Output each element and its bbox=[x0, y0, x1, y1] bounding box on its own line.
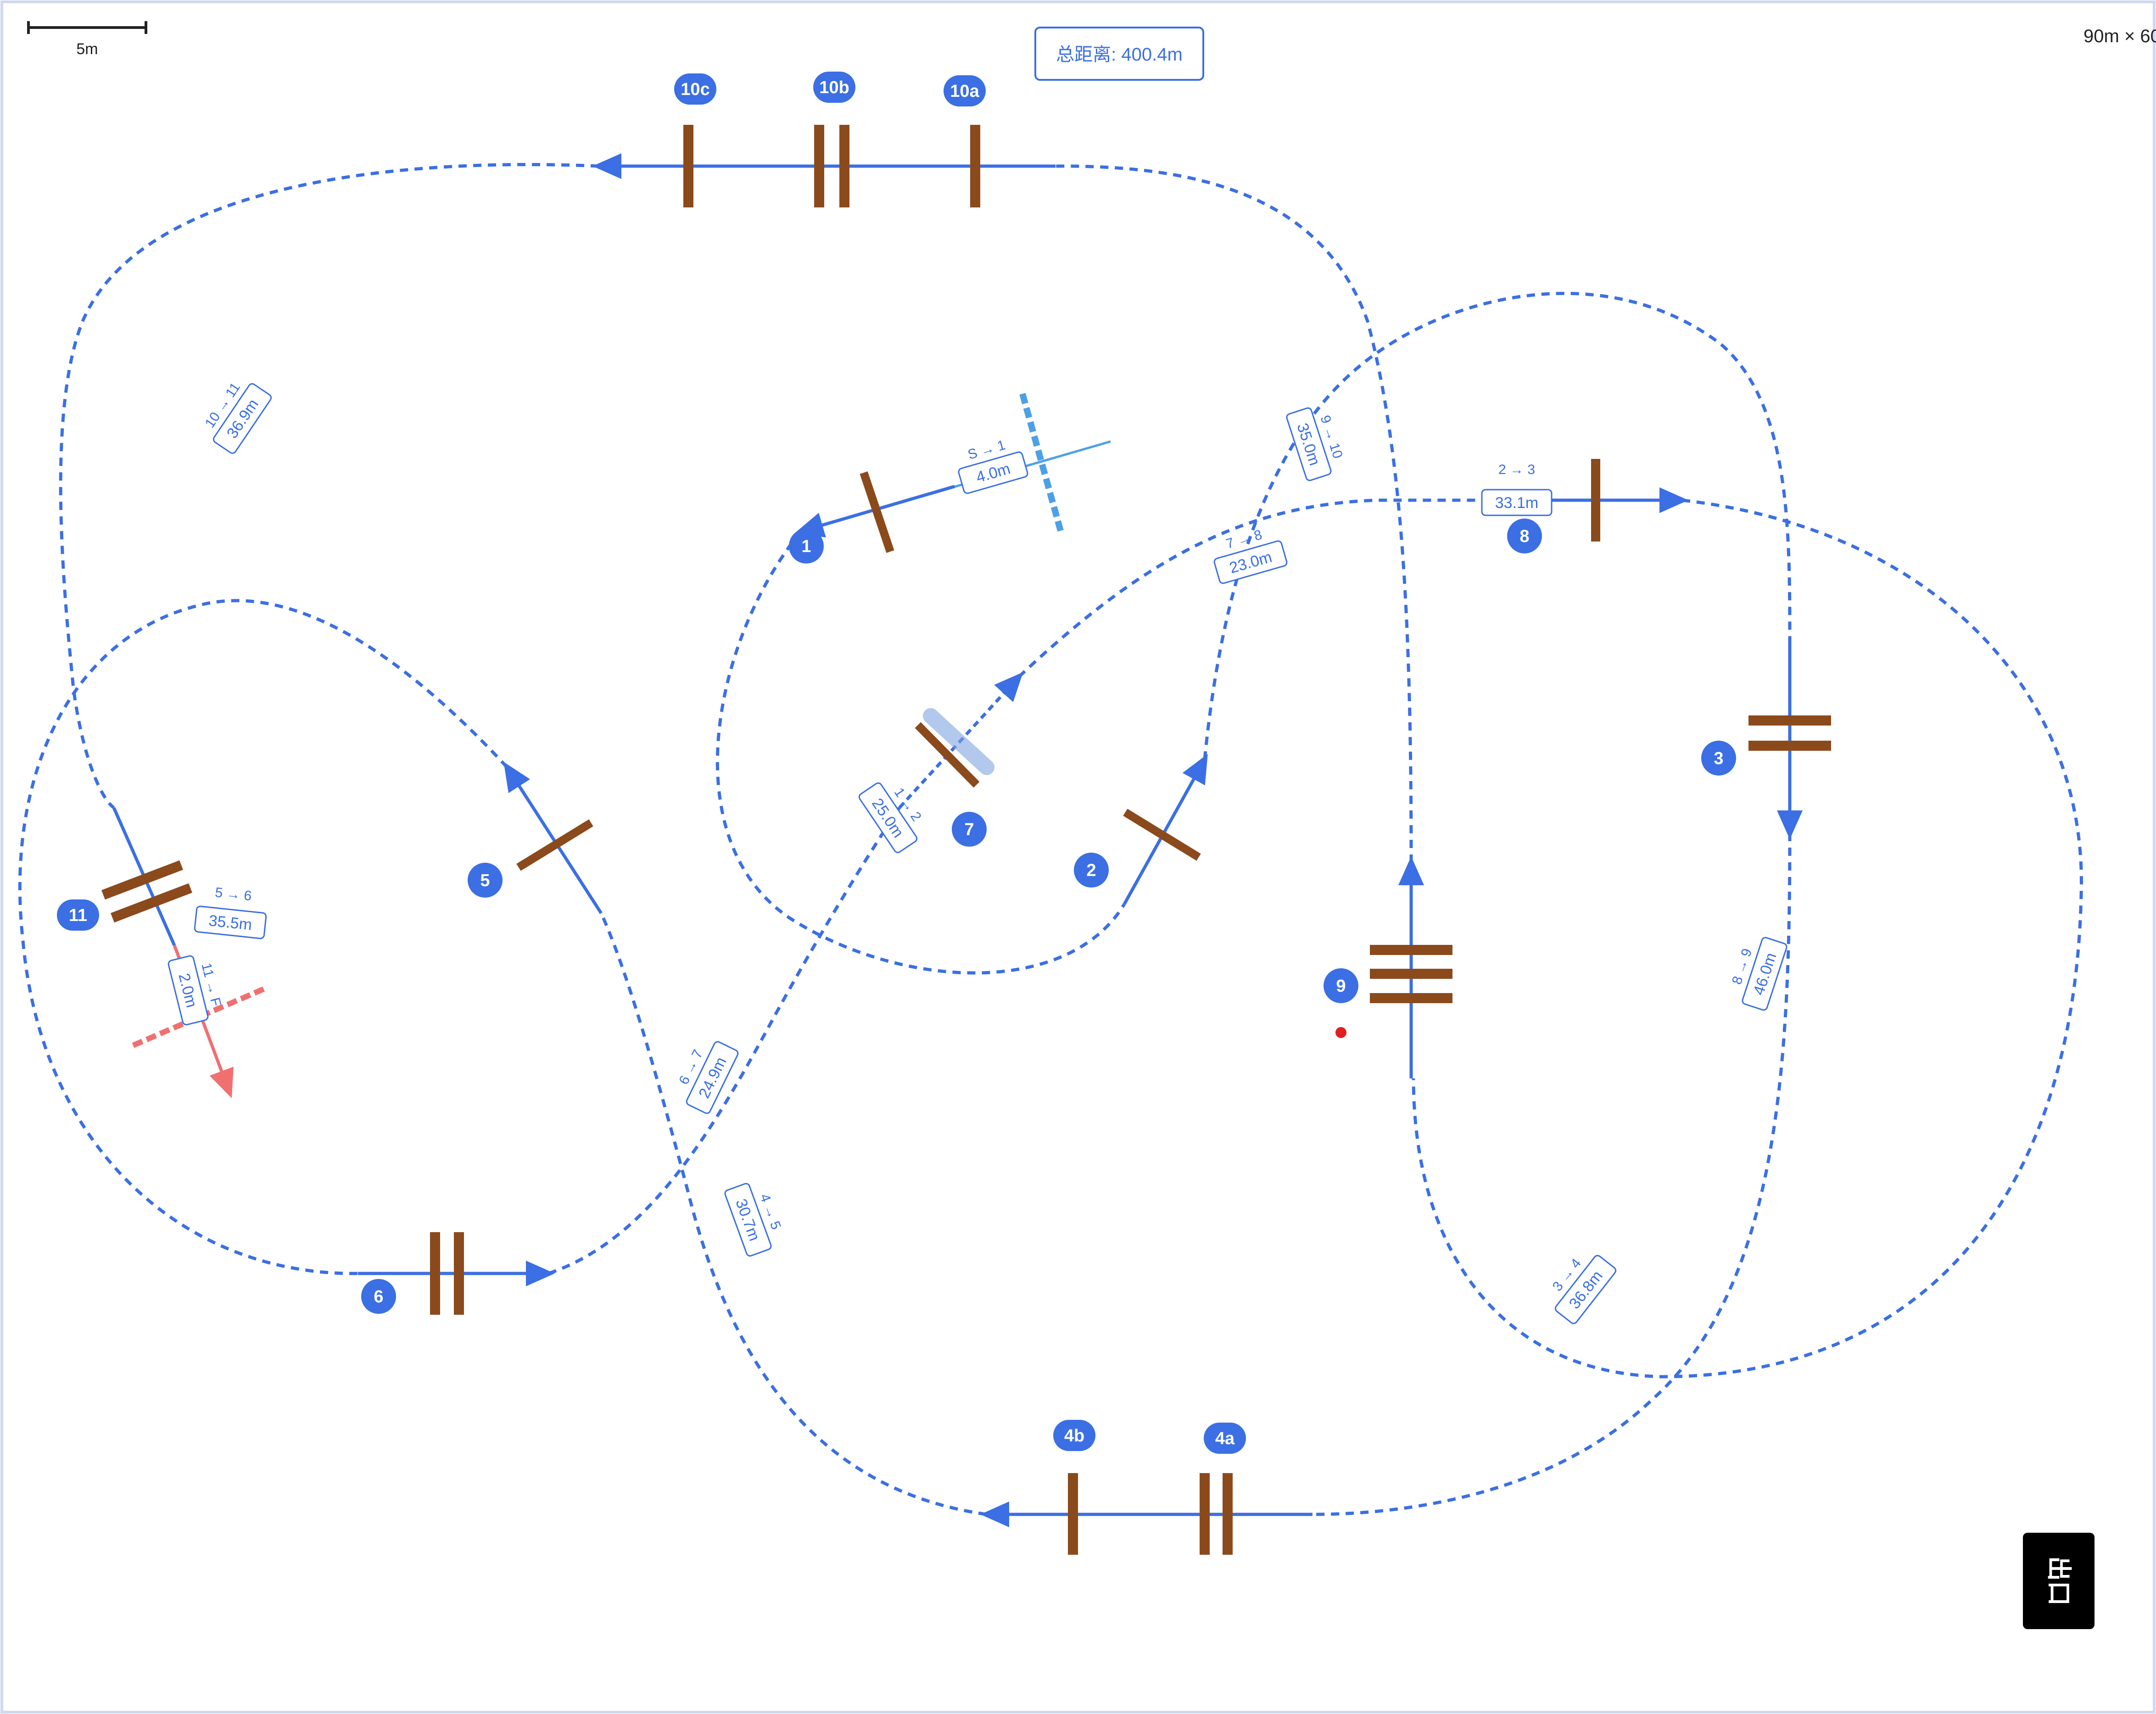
badge-3: 3 bbox=[1701, 741, 1736, 776]
badge-label-3: 3 bbox=[1714, 749, 1723, 768]
path-segment-7-8 bbox=[1017, 498, 1528, 678]
badge-4b: 4b bbox=[1053, 1420, 1095, 1451]
distance-label-10-11: 10 → 11 36.9m bbox=[202, 380, 272, 454]
position-marker bbox=[1335, 1027, 1346, 1038]
distance-label-s-1: S → 1 4.0m bbox=[958, 437, 1028, 494]
badge-8: 8 bbox=[1507, 519, 1542, 553]
badge-7: 7 bbox=[952, 812, 987, 847]
route-2-3: 2 → 3 bbox=[1498, 462, 1535, 477]
rail-1 bbox=[860, 471, 894, 553]
badge-9: 9 bbox=[1324, 968, 1358, 1003]
badge-4a: 4a bbox=[1204, 1423, 1246, 1454]
path-segment-1-2 bbox=[715, 530, 1126, 975]
exit-button[interactable]: 出口 bbox=[2023, 1533, 2095, 1629]
obstacle-badges: 1 2 3 4a 4b 5 6 7 8 9 10a 10b 10c 11 bbox=[57, 72, 1736, 1454]
badge-label-9: 9 bbox=[1336, 977, 1346, 996]
path-segment-10-11 bbox=[59, 163, 599, 809]
rail-11b bbox=[111, 883, 192, 923]
badge-label-4a: 4a bbox=[1215, 1429, 1235, 1448]
rail-11a bbox=[101, 860, 183, 900]
badge-label-5: 5 bbox=[480, 871, 490, 890]
badge-11: 11 bbox=[57, 899, 99, 931]
total-distance-box: 总距离: 400.4m bbox=[1034, 27, 1204, 81]
distance-label-8-9: 8 → 9 46.0m bbox=[1729, 937, 1787, 1011]
distance-label-2-3: 2 → 3 33.1m bbox=[1481, 462, 1553, 516]
badge-label-1: 1 bbox=[801, 537, 811, 556]
course-path bbox=[18, 153, 2083, 1527]
badge-label-4b: 4b bbox=[1064, 1426, 1084, 1446]
distance-label-5-6: 5 → 6 35.5m bbox=[194, 885, 267, 939]
path-segment-3-4 bbox=[1312, 832, 1792, 1516]
badge-label-10c: 10c bbox=[681, 80, 709, 99]
exit-button-label[interactable]: 出口 bbox=[2045, 1556, 2072, 1606]
start-line bbox=[1019, 393, 1064, 533]
distance-labels: S → 1 4.0m 1 → 2 25.0m 2 → 3 33.1m 3 → 4… bbox=[168, 380, 1787, 1324]
badge-label-11: 11 bbox=[69, 906, 87, 925]
distance-label-4-5: 4 → 5 30.7m bbox=[724, 1183, 784, 1257]
path-segment-4-5 bbox=[599, 912, 987, 1516]
badge-10b: 10b bbox=[813, 72, 855, 103]
distance-label-1-2: 1 → 2 25.0m bbox=[858, 782, 924, 854]
path-segment-9-10 bbox=[1055, 164, 1413, 863]
badge-2: 2 bbox=[1074, 853, 1109, 888]
badge-label-6: 6 bbox=[374, 1287, 383, 1306]
rail-5 bbox=[516, 819, 593, 871]
distance-label-3-4: 3 → 4 36.8m bbox=[1550, 1255, 1617, 1324]
badge-1: 1 bbox=[789, 529, 824, 564]
badge-label-2: 2 bbox=[1086, 861, 1096, 880]
path-segment-6-7 bbox=[547, 807, 901, 1275]
distance-label-6-7: 6 → 7 24.9m bbox=[676, 1041, 739, 1114]
badge-label-8: 8 bbox=[1519, 527, 1529, 546]
rail-2 bbox=[1123, 809, 1201, 861]
field-size-label: 90m × 60m bbox=[2083, 26, 2156, 46]
badge-5: 5 bbox=[468, 863, 503, 898]
distance-label-11-f: 11 → F 2.0m bbox=[168, 955, 224, 1026]
scale-bar-label: 5m bbox=[76, 40, 98, 58]
path-segment-2-9 bbox=[1203, 291, 1792, 760]
badge-10a: 10a bbox=[944, 75, 986, 106]
badge-10c: 10c bbox=[674, 73, 716, 105]
distance-label-9-10: 9 → 10 35.0m bbox=[1286, 407, 1346, 481]
distance-label-7-8: 7 → 8 23.0m bbox=[1213, 527, 1288, 584]
badge-label-10b: 10b bbox=[819, 78, 849, 97]
badge-6: 6 bbox=[361, 1279, 396, 1314]
path-segment-5-6 bbox=[18, 599, 508, 1275]
path-segment-8-9 bbox=[1412, 498, 2083, 1379]
distance-2-3: 33.1m bbox=[1495, 494, 1539, 512]
badge-label-10a: 10a bbox=[950, 82, 979, 101]
rails bbox=[101, 125, 1831, 1555]
rail-7 bbox=[915, 722, 980, 788]
scale-bar: 5m bbox=[27, 21, 147, 58]
badge-label-7: 7 bbox=[964, 820, 974, 839]
route-5-6: 5 → 6 bbox=[214, 885, 252, 904]
total-distance-label: 总距离: 400.4m bbox=[1056, 45, 1183, 65]
finish-line bbox=[132, 985, 268, 1048]
rail-7-highlight bbox=[923, 708, 994, 775]
